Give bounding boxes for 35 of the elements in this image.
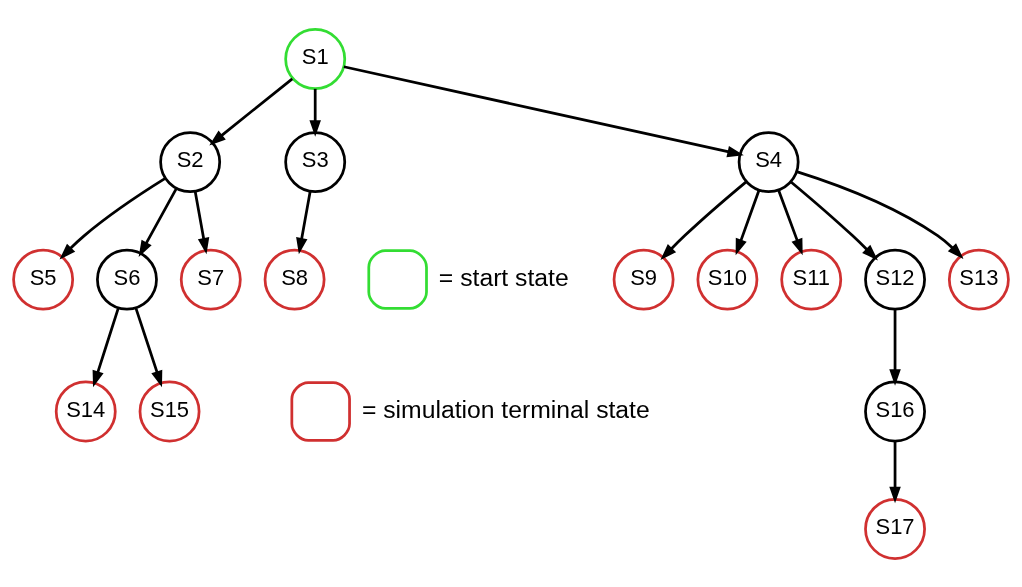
node-circle: S4 — [737, 130, 800, 193]
node-circle: S7 — [179, 248, 242, 310]
node-circle: S15 — [138, 380, 201, 442]
arrow — [209, 77, 294, 145]
node-circle: S5 — [12, 248, 75, 310]
arrow — [59, 176, 166, 259]
arrow — [889, 309, 901, 386]
arrow — [660, 180, 748, 260]
arrow — [134, 307, 163, 387]
legend-label: = simulation terminal state — [361, 395, 650, 423]
arrow — [296, 190, 312, 254]
arrow — [309, 88, 321, 137]
arrow — [789, 180, 878, 260]
node-circle: S14 — [54, 380, 117, 442]
arrow — [889, 440, 901, 503]
arrow — [343, 64, 744, 157]
arrow — [777, 189, 803, 255]
node-circle: S6 — [96, 248, 158, 310]
node-circle: S1 — [284, 27, 347, 90]
node-circle: S12 — [864, 248, 926, 310]
node-circle: S16 — [864, 380, 926, 442]
node-circle: S13 — [947, 248, 1010, 310]
arrow — [138, 187, 178, 257]
node-circle: S17 — [864, 497, 926, 560]
node-circle: S11 — [780, 248, 843, 310]
node-circle: S3 — [284, 130, 347, 193]
node-circle: S2 — [159, 130, 222, 193]
arrow — [193, 190, 210, 254]
node-circle: S10 — [696, 248, 759, 310]
arrow — [735, 189, 761, 255]
arrow — [92, 307, 120, 387]
legend-label: = start state — [438, 263, 569, 291]
arrow — [796, 169, 964, 259]
node-circle: S9 — [612, 248, 675, 310]
node-circle: S8 — [263, 248, 326, 310]
